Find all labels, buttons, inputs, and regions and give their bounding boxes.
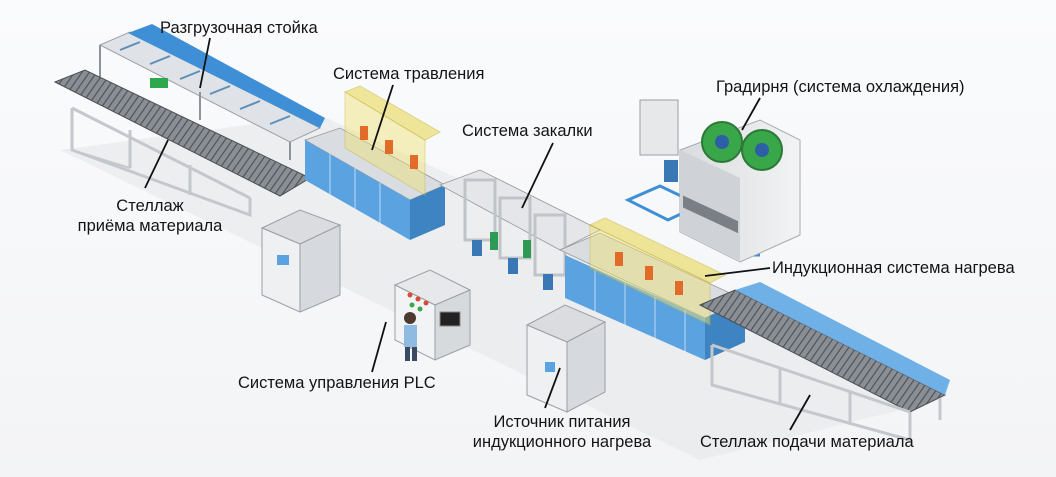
label-induction-heating-system: Индукционная система нагрева — [772, 259, 1015, 277]
label-power-source-line2: индукционного нагрева — [472, 433, 652, 451]
quenching-system — [439, 169, 601, 290]
label-etching-system: Система травления — [333, 65, 485, 83]
label-power-source: Источник питания индукционного нагрева — [462, 412, 662, 452]
unloading-rack — [98, 24, 325, 160]
leader-lines — [144, 37, 811, 431]
floor-shadow — [60, 115, 940, 460]
electrical-cabinet — [260, 209, 342, 313]
feeding-rack — [698, 282, 950, 442]
label-unloading-rack: Разгрузочная стойка — [160, 19, 318, 37]
cooling-tower — [624, 99, 801, 263]
etching-system — [304, 85, 446, 240]
operator — [404, 312, 416, 324]
green-motor — [150, 78, 168, 88]
label-receiving-rack-line2: приёма материала — [77, 217, 223, 235]
label-cooling-tower: Градирня (система охлаждения) — [716, 78, 965, 96]
plc-control-desk — [393, 269, 472, 361]
label-quenching-system: Система закалки — [462, 122, 593, 140]
label-power-source-line1: Источник питания — [493, 413, 631, 431]
label-receiving-rack-line1: Стеллаж — [116, 197, 184, 215]
plc-screen — [439, 311, 461, 327]
power-source-cabinet — [525, 304, 607, 413]
label-feeding-rack: Стеллаж подачи материала — [700, 433, 914, 451]
label-plc-control-system: Система управления PLC — [238, 374, 436, 392]
label-receiving-rack: Стеллаж приёма материала — [40, 196, 260, 236]
